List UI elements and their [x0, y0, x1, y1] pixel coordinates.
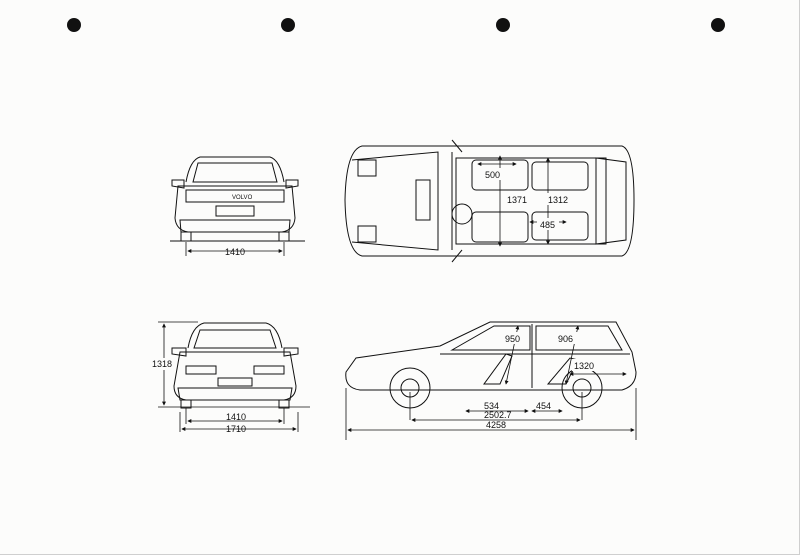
plan-hood [351, 151, 439, 251]
side-window-rear [535, 325, 623, 351]
front-mirror-right [283, 347, 299, 357]
headlamp-left [185, 365, 217, 375]
rear-headroom-label: 906 [558, 334, 573, 344]
front-headroom-label: 950 [505, 334, 520, 344]
front-body [173, 351, 297, 401]
rear-legroom-label: 485 [540, 220, 555, 230]
rear-cushion-label: 454 [536, 401, 551, 411]
height-label: 1318 [152, 359, 172, 369]
plan-headlamp-left [357, 159, 377, 177]
seat-width-label: 500 [485, 170, 500, 180]
rear-track-dimension [185, 242, 285, 256]
rear-track-label: 1410 [225, 247, 245, 257]
punch-hole [67, 18, 81, 32]
rear-seat-right [531, 211, 589, 241]
plan-mirror-right [451, 249, 463, 263]
rear-plate [215, 205, 255, 217]
punch-hole [496, 18, 510, 32]
side-view [345, 321, 637, 409]
front-bumper [177, 387, 293, 401]
plan-cabin [455, 157, 607, 245]
plan-mirror-left [451, 139, 463, 153]
front-windscreen [193, 329, 277, 349]
binder-holes [67, 18, 725, 32]
front-track-label: 1410 [226, 412, 246, 422]
grille [217, 377, 253, 387]
plan-tailgate [595, 157, 627, 245]
punch-hole [281, 18, 295, 32]
rear-mirror-right [285, 179, 299, 189]
headlamp-right [253, 365, 285, 375]
rear-roof-outline [185, 156, 285, 183]
rear-badge: VOLVO [232, 195, 253, 201]
rear-bumper [179, 219, 291, 233]
rear-seat-left [531, 161, 589, 191]
punch-hole [711, 18, 725, 32]
front-dimensions [158, 321, 310, 432]
rear-window [192, 162, 278, 183]
width-label: 1710 [226, 424, 246, 434]
rear-shoulder-label: 1312 [548, 195, 568, 205]
side-body-outline [345, 321, 637, 391]
steering-wheel [451, 203, 473, 225]
wheelbase-label: 2502.7 [484, 410, 512, 420]
front-cushion-label: 534 [484, 401, 499, 411]
rear-mirror-left [171, 179, 185, 189]
rear-tire-right [278, 231, 290, 242]
side-window-front [450, 325, 531, 351]
luggage-length-label: 1320 [574, 361, 594, 371]
front-mirror-left [171, 347, 187, 357]
plan-headlamp-right [357, 225, 377, 243]
front-roof-outline [187, 322, 283, 349]
rear-body [174, 185, 296, 233]
front-view [171, 322, 299, 409]
front-seat-profile [483, 353, 513, 385]
rear-lamp-band [185, 189, 285, 203]
front-shoulder-label: 1371 [507, 195, 527, 205]
plan-body-outline [344, 145, 635, 257]
rear-tire-left [180, 231, 192, 242]
side-dimensions [345, 325, 637, 440]
plan-view [344, 139, 635, 263]
length-label: 4258 [486, 420, 506, 430]
plan-hood-vent [415, 179, 431, 221]
rear-view: VOLVO [170, 156, 305, 242]
